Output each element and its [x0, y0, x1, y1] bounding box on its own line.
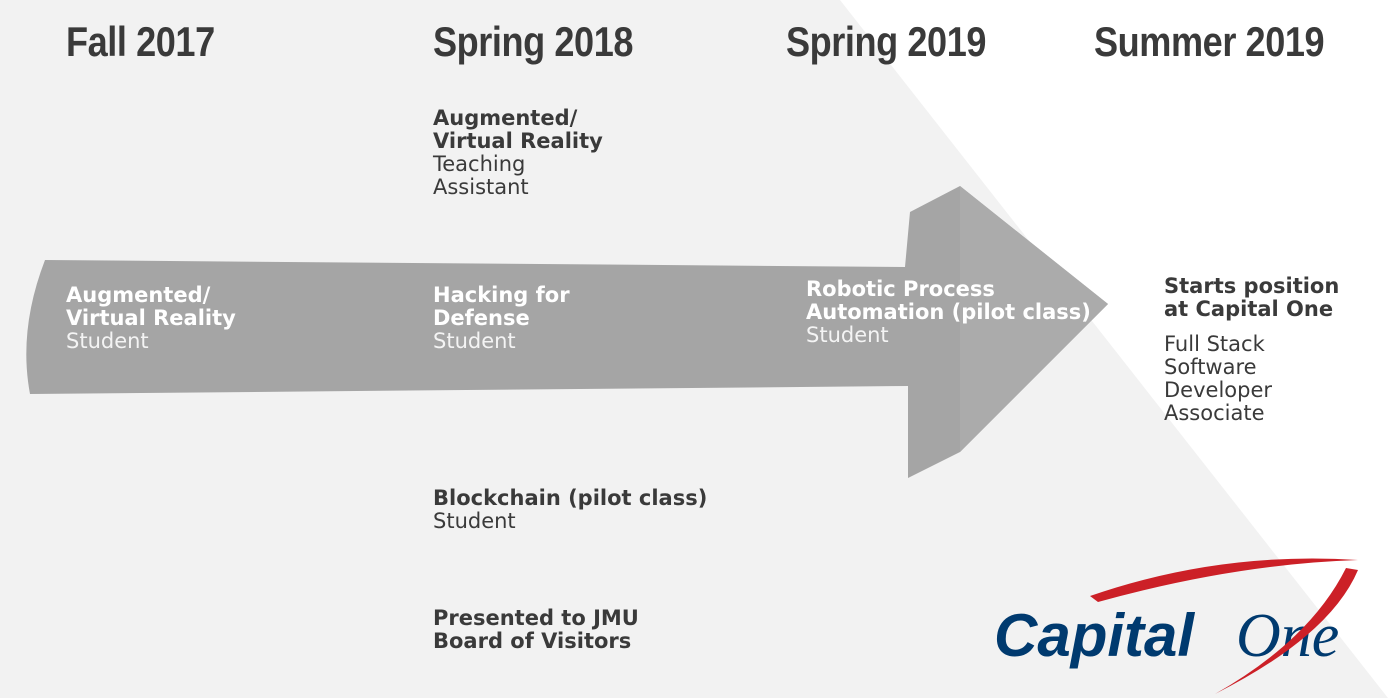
entry-title: Augmented/	[433, 106, 578, 130]
logo-wordmark-bold: Capital	[994, 602, 1195, 669]
entry-role: Student	[433, 509, 516, 533]
entry-capital-one-position: Starts position at Capital One Full Stac…	[1164, 275, 1339, 425]
entry-title: Augmented/	[66, 283, 211, 307]
entry-blockchain: Blockchain (pilot class) Student	[433, 487, 707, 533]
entry-title: Starts position	[1164, 274, 1340, 298]
entry-title: Defense	[433, 306, 530, 330]
entry-hacking-for-defense: Hacking for Defense Student	[433, 284, 570, 353]
entry-title: at Capital One	[1164, 297, 1334, 321]
entry-jmu-board-of-visitors: Presented to JMU Board of Visitors	[433, 607, 639, 653]
logo-swoosh-top	[1090, 558, 1358, 602]
capital-one-logo: Capital One	[994, 558, 1358, 694]
period-summer-2019: Summer 2019	[1094, 18, 1325, 65]
entry-role: Student	[806, 323, 889, 347]
entry-role: Developer	[1164, 378, 1273, 402]
entry-title: Robotic Process	[806, 277, 995, 301]
entry-title: Blockchain (pilot class)	[433, 486, 708, 510]
entry-role: Assistant	[433, 175, 529, 199]
entry-robotic-process-automation: Robotic Process Automation (pilot class)…	[806, 278, 1091, 347]
period-spring-2019: Spring 2019	[786, 18, 987, 65]
entry-title: Board of Visitors	[433, 629, 632, 653]
entry-role: Software	[1164, 355, 1257, 379]
entry-role: Student	[66, 329, 149, 353]
entry-title: Hacking for	[433, 283, 570, 307]
entry-role: Associate	[1164, 401, 1265, 425]
period-fall-2017: Fall 2017	[66, 18, 215, 65]
entry-title: Virtual Reality	[433, 129, 603, 153]
entry-title: Presented to JMU	[433, 606, 639, 630]
entry-role: Full Stack	[1164, 332, 1265, 356]
entry-title: Virtual Reality	[66, 306, 236, 330]
entry-title: Automation (pilot class)	[806, 300, 1091, 324]
entry-role: Student	[433, 329, 516, 353]
entry-ar-vr-teaching-assistant: Augmented/ Virtual Reality Teaching Assi…	[433, 107, 603, 199]
period-spring-2018: Spring 2018	[433, 18, 634, 65]
timeline-arrow	[26, 186, 1108, 478]
entry-role: Teaching	[433, 152, 526, 176]
entry-ar-vr-student: Augmented/ Virtual Reality Student	[66, 284, 236, 353]
logo-swoosh-bottom	[1215, 568, 1358, 694]
